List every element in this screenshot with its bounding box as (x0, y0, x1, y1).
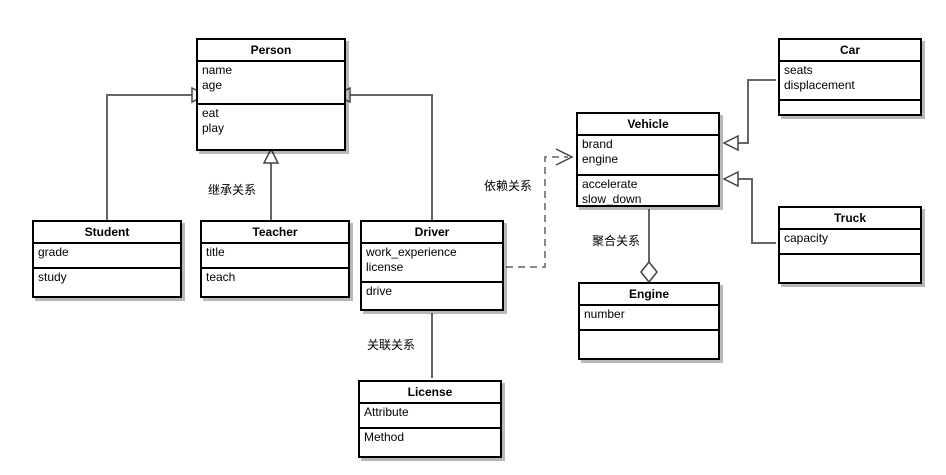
edge-label-aggregation: 聚合关系 (592, 234, 641, 248)
class-attributes-driver: work_experience license (362, 244, 502, 283)
class-box-car[interactable]: Car seats displacement (778, 38, 922, 116)
class-box-truck[interactable]: Truck capacity (778, 206, 922, 284)
class-attributes-car: seats displacement (780, 62, 920, 101)
class-attributes-person: name age (198, 62, 344, 105)
class-name-student: Student (34, 222, 180, 244)
class-attributes-truck: capacity (780, 230, 920, 255)
class-box-driver[interactable]: Driver work_experience license drive (360, 220, 504, 311)
class-box-person[interactable]: Person name age eat play (196, 38, 346, 151)
operation-item: slow_down (582, 192, 642, 206)
operation-item: teach (206, 270, 236, 284)
edge-label-inheritance: 继承关系 (208, 183, 257, 197)
class-attributes-teacher: title (202, 244, 348, 269)
attribute-item: displacement (784, 78, 855, 92)
class-name-car: Car (780, 40, 920, 62)
edge-student-person-inheritance (106, 86, 208, 222)
class-attributes-license: Attribute (360, 404, 500, 429)
class-operations-engine (580, 331, 718, 370)
operation-item: accelerate (582, 177, 638, 191)
class-name-person: Person (198, 40, 344, 62)
edge-label-dependency: 依赖关系 (484, 179, 533, 193)
operation-item: play (202, 121, 225, 135)
class-name-license: License (360, 382, 500, 404)
edge-label-association: 关联关系 (367, 338, 416, 352)
attribute-item: title (206, 245, 225, 259)
class-operations-driver: drive (362, 283, 502, 321)
operation-item: drive (366, 284, 393, 298)
edge-driver-person-inheritance (334, 86, 433, 222)
operation-item: eat (202, 106, 219, 120)
attribute-item: Attribute (364, 405, 409, 419)
class-box-engine[interactable]: Engine number (578, 282, 720, 360)
attribute-item: work_experience (366, 245, 457, 259)
edge-car-vehicle-inheritance (722, 79, 776, 152)
attribute-item: age (202, 78, 223, 92)
edge-driver-vehicle-dependency (506, 148, 574, 268)
class-name-engine: Engine (580, 284, 718, 306)
class-operations-truck (780, 255, 920, 294)
operation-item: study (38, 270, 67, 284)
edge-teacher-person-inheritance (262, 147, 280, 222)
attribute-item: engine (582, 152, 619, 166)
class-box-teacher[interactable]: Teacher title teach (200, 220, 350, 298)
class-operations-license: Method (360, 429, 500, 468)
class-name-teacher: Teacher (202, 222, 348, 244)
edge-truck-vehicle-inheritance (722, 170, 776, 244)
attribute-item: number (584, 307, 625, 321)
class-box-student[interactable]: Student grade study (32, 220, 182, 298)
class-attributes-engine: number (580, 306, 718, 331)
attribute-item: seats (784, 63, 813, 77)
class-attributes-student: grade (34, 244, 180, 269)
class-box-vehicle[interactable]: Vehicle brand engine accelerate slow_dow… (576, 112, 720, 207)
class-name-vehicle: Vehicle (578, 114, 718, 136)
attribute-item: capacity (784, 231, 829, 245)
attribute-item: brand (582, 137, 613, 151)
class-attributes-vehicle: brand engine (578, 136, 718, 176)
class-operations-car (780, 101, 920, 126)
class-operations-vehicle: accelerate slow_down (578, 176, 718, 217)
class-operations-person: eat play (198, 105, 344, 160)
attribute-item: grade (38, 245, 69, 259)
class-name-truck: Truck (780, 208, 920, 230)
edge-vehicle-engine-aggregation (640, 209, 658, 284)
class-operations-teacher: teach (202, 269, 348, 308)
class-operations-student: study (34, 269, 180, 308)
class-box-license[interactable]: License Attribute Method (358, 380, 502, 458)
attribute-item: name (202, 63, 233, 77)
operation-item: Method (364, 430, 405, 444)
class-name-driver: Driver (362, 222, 502, 244)
attribute-item: license (366, 260, 404, 274)
